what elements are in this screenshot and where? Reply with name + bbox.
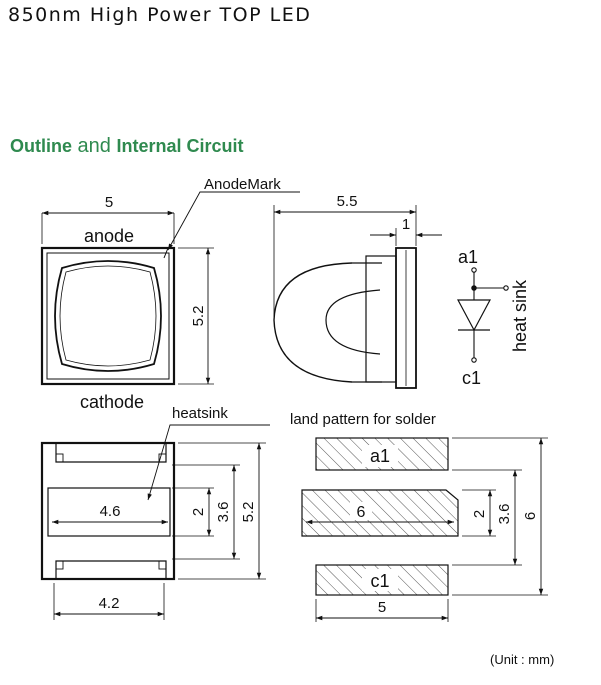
side-view-lead-label: 1 [402, 216, 410, 233]
top-view-cathode-label: cathode [80, 392, 144, 412]
top-view [40, 191, 300, 386]
circuit-heat-sink-label: heat sink [510, 279, 530, 352]
bottom-view-heatsink-pad [47, 487, 171, 537]
section-title: Outline and Internal Circuit [10, 135, 244, 158]
land-dim-2-label: 2 [471, 510, 488, 518]
top-view-width-label: 5 [105, 194, 113, 211]
circuit-cathode-label: c1 [462, 368, 481, 388]
section-title-outline: Outline [10, 136, 72, 156]
bottom-view-top-pad [55, 443, 167, 463]
land-width-label: 5 [378, 599, 386, 616]
top-view-height-label: 5.2 [190, 306, 207, 327]
top-view-package [40, 246, 176, 386]
bottom-view-package [40, 441, 176, 581]
bottom-view-dim-36-label: 3.6 [215, 502, 232, 523]
land-pattern-label: land pattern for solder [290, 411, 436, 428]
anode-mark-label: AnodeMark [204, 176, 281, 193]
land-pad-center [301, 489, 459, 537]
land-pad-c1-label: c1 [370, 571, 389, 591]
section-title-circuit: Internal Circuit [116, 136, 244, 156]
top-view-lens [54, 260, 162, 372]
land-height-label: 6 [522, 512, 539, 520]
section-title-and: and [72, 135, 117, 157]
internal-circuit [457, 267, 509, 363]
unit-note: (Unit : mm) [490, 652, 555, 667]
bottom-view-pad-width-label: 4.6 [100, 503, 121, 520]
side-view-body [365, 255, 397, 383]
land-pad-a1-label: a1 [370, 446, 390, 466]
bottom-view-bottom-pad [55, 560, 167, 579]
bottom-view-bottom-width-label: 4.2 [99, 595, 120, 612]
top-view-lens-frame [46, 252, 170, 380]
diode-symbol [457, 299, 491, 332]
side-view-dome-inner [325, 289, 381, 355]
land-center-width-label: 6 [357, 504, 366, 521]
circuit-anode-label: a1 [458, 247, 478, 267]
bottom-view-dim-2-label: 2 [190, 508, 207, 516]
side-view [273, 205, 442, 389]
bottom-view-heatsink-label: heatsink [172, 405, 228, 422]
bottom-view [40, 424, 270, 620]
land-dim-36-label: 3.6 [496, 504, 513, 525]
side-view-dome [273, 262, 353, 383]
side-view-length-label: 5.5 [337, 193, 358, 210]
anode-mark-notch [163, 247, 169, 259]
side-view-lead [395, 247, 417, 389]
page-title: 850nm High Power TOP LED [8, 4, 312, 26]
top-view-anode-label: anode [84, 226, 134, 246]
bottom-view-dim-52-label: 5.2 [240, 502, 257, 523]
land-pattern [301, 437, 548, 622]
